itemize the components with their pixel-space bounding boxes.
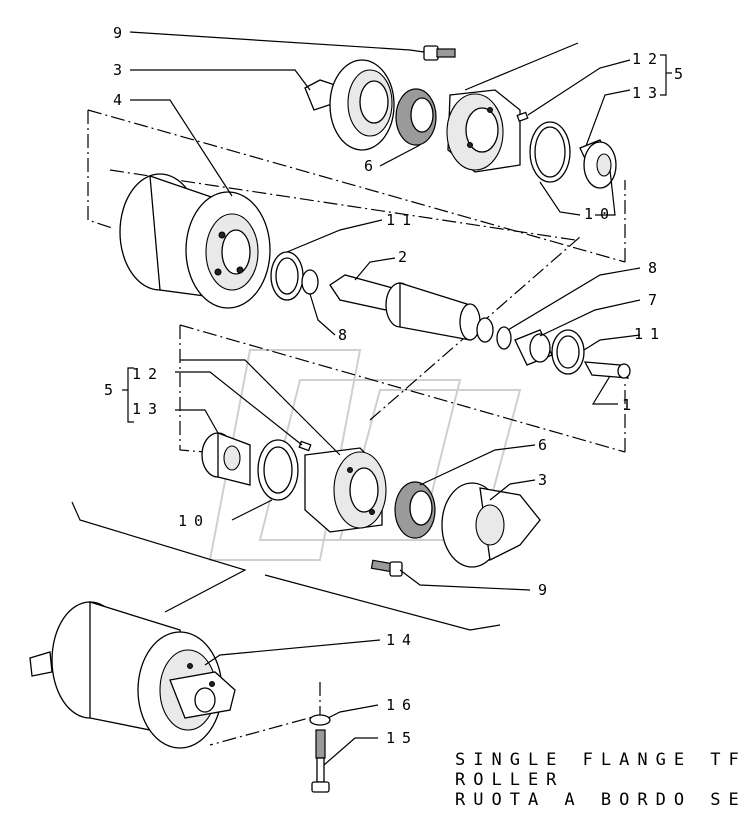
roller-shaft (329, 274, 494, 343)
callout-13-left: 13 (132, 400, 164, 418)
end-bracket-lower (441, 482, 541, 568)
callout-5-top: 5 (674, 65, 690, 83)
seal-ring-lower (394, 481, 436, 539)
caption-line-1: SINGLE FLANGE TF (455, 750, 747, 770)
callout-12-top: 12 (632, 50, 664, 68)
callout-6-top: 6 (364, 157, 380, 175)
callout-8-right: 8 (648, 259, 664, 277)
callout-2: 2 (398, 248, 414, 266)
callout-11-top: 11 (386, 211, 418, 229)
oring-top (529, 121, 571, 183)
callout-10-bottom: 10 (178, 512, 210, 530)
callout-9-bottom: 9 (538, 581, 554, 599)
seal-ring-top (395, 88, 437, 146)
callout-3-top: 3 (113, 61, 129, 79)
callout-12-left: 12 (132, 365, 164, 383)
sleeve (514, 329, 553, 366)
callout-15: 15 (386, 729, 418, 747)
roller-body (119, 173, 271, 309)
callout-8-left: 8 (338, 326, 354, 344)
callout-14: 14 (386, 631, 418, 649)
bushing-lower (201, 432, 251, 486)
oring-lower (257, 439, 299, 501)
collar-housing-top (446, 89, 521, 173)
leader-lines (122, 31, 672, 766)
diagram-caption: SINGLE FLANGE TF ROLLER RUOTA A BORDO SE (455, 750, 747, 810)
caption-line-3: RUOTA A BORDO SE (455, 790, 747, 810)
bushing-top (579, 139, 617, 189)
bolt-lower (370, 559, 403, 577)
callout-7: 7 (648, 291, 664, 309)
bolt-top (423, 45, 456, 61)
callout-labels: 9 3 4 12 5 13 6 10 11 2 8 8 7 11 1 5 12 … (104, 24, 690, 747)
callout-4: 4 (113, 91, 129, 109)
oring-small-left (301, 269, 319, 295)
cross-pin (583, 361, 631, 379)
callout-3-bottom: 3 (538, 471, 554, 489)
callout-6-bottom: 6 (538, 436, 554, 454)
long-bolt (311, 729, 330, 793)
washer (309, 714, 331, 726)
oring-right (551, 329, 585, 375)
pin-top (516, 111, 529, 123)
end-bracket-top (304, 59, 395, 151)
callout-9-top: 9 (113, 24, 129, 42)
pin-lower (298, 440, 312, 452)
callout-16: 16 (386, 696, 418, 714)
callout-1: 1 (622, 396, 638, 414)
oring-upper-left (270, 251, 304, 301)
collar-housing-lower (304, 447, 387, 533)
caption-line-2: ROLLER (455, 770, 564, 790)
leader-lines-assembly (71, 501, 501, 631)
callout-5-left: 5 (104, 381, 120, 399)
assembled-roller (29, 601, 236, 749)
callout-13-top: 13 (632, 84, 664, 102)
callout-11-right: 11 (634, 325, 666, 343)
callout-10-top: 10 (584, 205, 616, 223)
oring-small-right (496, 326, 512, 350)
